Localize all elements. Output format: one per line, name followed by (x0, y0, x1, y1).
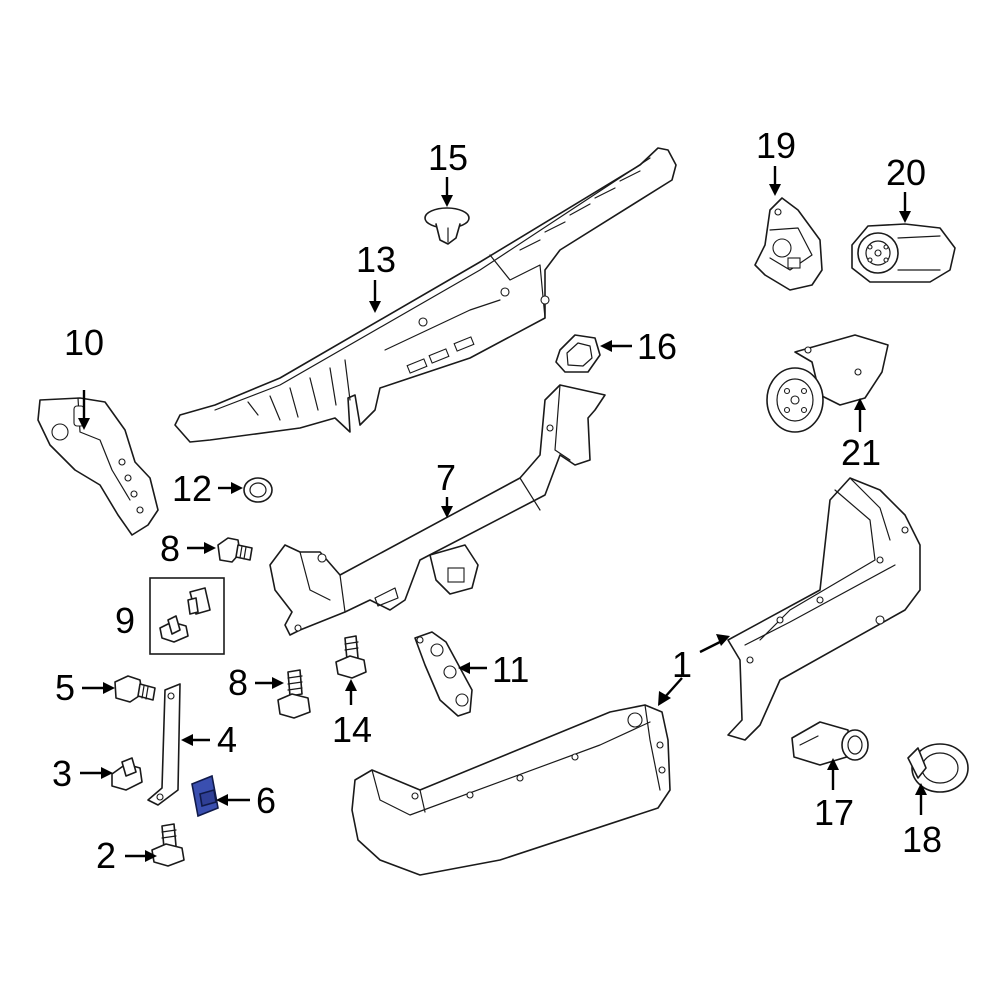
part-11-bracket (414, 631, 473, 717)
callout-11: 11 (492, 649, 529, 690)
part-8-bolt-upper (217, 537, 253, 563)
part-20-round-connector (851, 223, 956, 283)
part-2-bolt (151, 823, 185, 867)
part-4-strap (147, 683, 181, 806)
callout-19: 19 (756, 125, 796, 166)
callout-4: 4 (217, 719, 237, 760)
part-14-bolt (335, 635, 367, 679)
callout-2: 2 (96, 835, 116, 876)
callout-20: 20 (886, 152, 926, 193)
part-16-gasket (555, 334, 601, 373)
callout-14: 14 (332, 709, 372, 750)
callout-15: 15 (428, 137, 468, 178)
part-13-step-pad (174, 147, 677, 443)
callout-5: 5 (55, 667, 75, 708)
callout-13: 13 (356, 239, 396, 280)
part-8-bolt-lower (277, 669, 311, 719)
callout-18: 18 (902, 819, 942, 860)
callout-3: 3 (52, 753, 72, 794)
callout-8-upper: 8 (160, 528, 180, 569)
part-1-bumper-left (351, 704, 671, 876)
callout-21: 21 (841, 432, 881, 473)
part-12-plug (243, 477, 273, 503)
part-17-sensor (791, 721, 869, 766)
part-19-connector (754, 197, 823, 291)
part-9-clip-kit (149, 577, 225, 655)
callout-9: 9 (115, 600, 135, 641)
part-15-push-clip (424, 207, 470, 245)
callout-7: 7 (436, 457, 456, 498)
callout-10: 10 (64, 322, 104, 363)
callout-leaders (78, 166, 927, 862)
callout-12: 12 (172, 468, 212, 509)
part-7-hitch (269, 384, 606, 636)
callout-16: 16 (637, 326, 677, 367)
part-10-bracket (37, 397, 159, 536)
part-3-nut (111, 757, 143, 791)
callout-1: 1 (672, 644, 692, 685)
part-6-clip-highlighted (191, 774, 219, 818)
part-21-connector-mount (766, 334, 889, 433)
part-18-grommet (907, 743, 969, 793)
callout-8-lower: 8 (228, 662, 248, 703)
part-1-bumper-right (727, 477, 921, 741)
callout-6: 6 (256, 780, 276, 821)
part-5-bolt (114, 675, 156, 703)
callout-labels: 1 2 3 4 5 6 7 8 8 9 10 11 12 13 14 15 16… (52, 125, 942, 876)
callout-17: 17 (814, 792, 854, 833)
